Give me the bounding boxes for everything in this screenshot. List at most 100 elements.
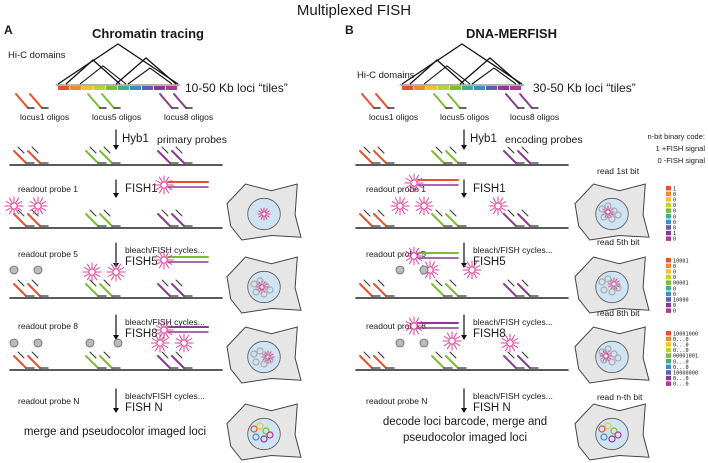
- barcode-color-swatch: [666, 225, 671, 230]
- probe-adapter: [103, 279, 111, 287]
- probe-adapter: [89, 209, 97, 217]
- locus1-oligos: [15, 93, 49, 109]
- barcode-color-swatch: [666, 236, 671, 241]
- panel-a-oligo-label: locus1 oligos: [20, 112, 70, 122]
- locus-dot: [250, 280, 258, 288]
- loci-tile: [474, 86, 485, 90]
- signal-core: [160, 181, 168, 189]
- panel-a-readout-label: readout probe N: [18, 396, 80, 406]
- probe-adapter: [363, 279, 371, 287]
- probe-strand: [517, 355, 531, 369]
- probe-strand: [359, 355, 373, 369]
- fish-signal-icon: [4, 196, 24, 216]
- panel-a-fish-label: FISH1: [125, 183, 158, 195]
- fish-signal-icon: [154, 320, 174, 340]
- barcode-color-swatch: [666, 336, 671, 342]
- signal-core: [156, 339, 164, 347]
- fish-signal-icon: [154, 250, 174, 270]
- panel-b-final-text-2: pseudocolor imaged loci: [402, 432, 528, 444]
- barcode-value: 1: [673, 231, 676, 237]
- probe-strand: [431, 213, 445, 227]
- fish-signal-icon: [106, 262, 126, 282]
- barcode-value: 0...0: [673, 365, 689, 371]
- barcode-value: 0: [673, 226, 676, 232]
- bound-readout-icon: [33, 265, 43, 275]
- bound-readout-icon: [419, 265, 429, 275]
- panel-a-chromatin-row: [9, 209, 223, 229]
- panel-b-oligo-label: locus8 oligos: [510, 112, 560, 122]
- hic-domain-triangles: [55, 43, 181, 90]
- arrow-head: [461, 335, 467, 340]
- oligo-strand: [375, 93, 389, 109]
- probe-strand: [13, 283, 27, 297]
- barcode-color-swatch: [666, 353, 671, 358]
- hic-triangle: [459, 57, 521, 85]
- panel-b-fish-label: FISH1: [473, 183, 506, 195]
- panel-a-hic-label: Hi-C domains: [8, 50, 66, 61]
- loci-tile: [426, 86, 437, 90]
- panel-a-cycle-label: bleach/FISH cycles...: [125, 245, 205, 255]
- panel-a-chromatin-row: [9, 351, 223, 371]
- probe-strand: [373, 150, 387, 164]
- probe-adapter: [89, 279, 97, 287]
- barcode-color-swatch: [666, 291, 671, 297]
- panel-a-fish-label: FISH N: [125, 402, 163, 414]
- panel-b-letter: B: [345, 23, 354, 37]
- bound-readout-icon: [113, 338, 123, 348]
- locus-dot: [598, 205, 606, 213]
- locus-dot: [266, 431, 274, 439]
- arrow-head: [113, 145, 119, 150]
- barcode-color-swatch: [666, 191, 671, 197]
- loci-tile: [438, 86, 449, 90]
- process-arrow: [461, 314, 467, 340]
- process-arrow: [461, 129, 467, 150]
- locus-dot: [266, 286, 274, 294]
- probe-strand: [431, 150, 445, 164]
- oligo-strand: [159, 93, 173, 109]
- barcode-color-swatch: [666, 274, 671, 280]
- barcode-color-swatch: [666, 364, 671, 370]
- probe-strand: [445, 150, 459, 164]
- barcode-color-swatch: [666, 308, 671, 313]
- probe-strand: [373, 283, 387, 297]
- probe-adapter: [521, 209, 529, 217]
- panel-b-hyb1-probes: encoding probes: [505, 134, 583, 146]
- panel-b-cell: [574, 403, 650, 461]
- barcode-color-swatch: [666, 269, 671, 274]
- probe-strand: [85, 150, 99, 164]
- arrow-head: [461, 408, 467, 413]
- barcode-value: 1: [673, 186, 676, 192]
- signal-core: [494, 202, 502, 210]
- probe-strand: [13, 150, 27, 164]
- process-arrow: [113, 129, 119, 150]
- loci-tile: [94, 86, 105, 90]
- oligo-strand: [15, 93, 29, 109]
- signal-core: [180, 339, 188, 347]
- hic-triangle: [409, 59, 465, 85]
- oligo-strand: [87, 93, 101, 109]
- probe-strand: [431, 355, 445, 369]
- probe-strand: [171, 283, 185, 297]
- locus-dot: [610, 427, 618, 435]
- locus-dot: [600, 286, 608, 294]
- loci-tile: [402, 86, 413, 90]
- hic-triangle-large: [401, 43, 523, 85]
- barcode-color-swatch: [666, 297, 671, 302]
- probe-adapter: [31, 209, 39, 217]
- signal-core: [112, 268, 120, 276]
- probe-strand: [431, 283, 445, 297]
- signal-core: [420, 202, 428, 210]
- probe-strand: [503, 283, 517, 297]
- barcode-value: 10000000: [673, 371, 698, 377]
- probe-adapter: [175, 209, 183, 217]
- probe-adapter: [161, 351, 169, 359]
- fish-signal-icon: [404, 246, 424, 266]
- signal-core: [506, 339, 514, 347]
- probe-adapter: [435, 351, 443, 359]
- probe-adapter: [435, 279, 443, 287]
- barcode-color-swatch: [666, 280, 671, 285]
- locus-dot: [614, 284, 622, 292]
- barcode-value: 0: [673, 292, 676, 298]
- panel-b-oligo-label: locus1 oligos: [369, 112, 419, 122]
- panel-b-hic-label: Hi-C domains: [357, 70, 415, 81]
